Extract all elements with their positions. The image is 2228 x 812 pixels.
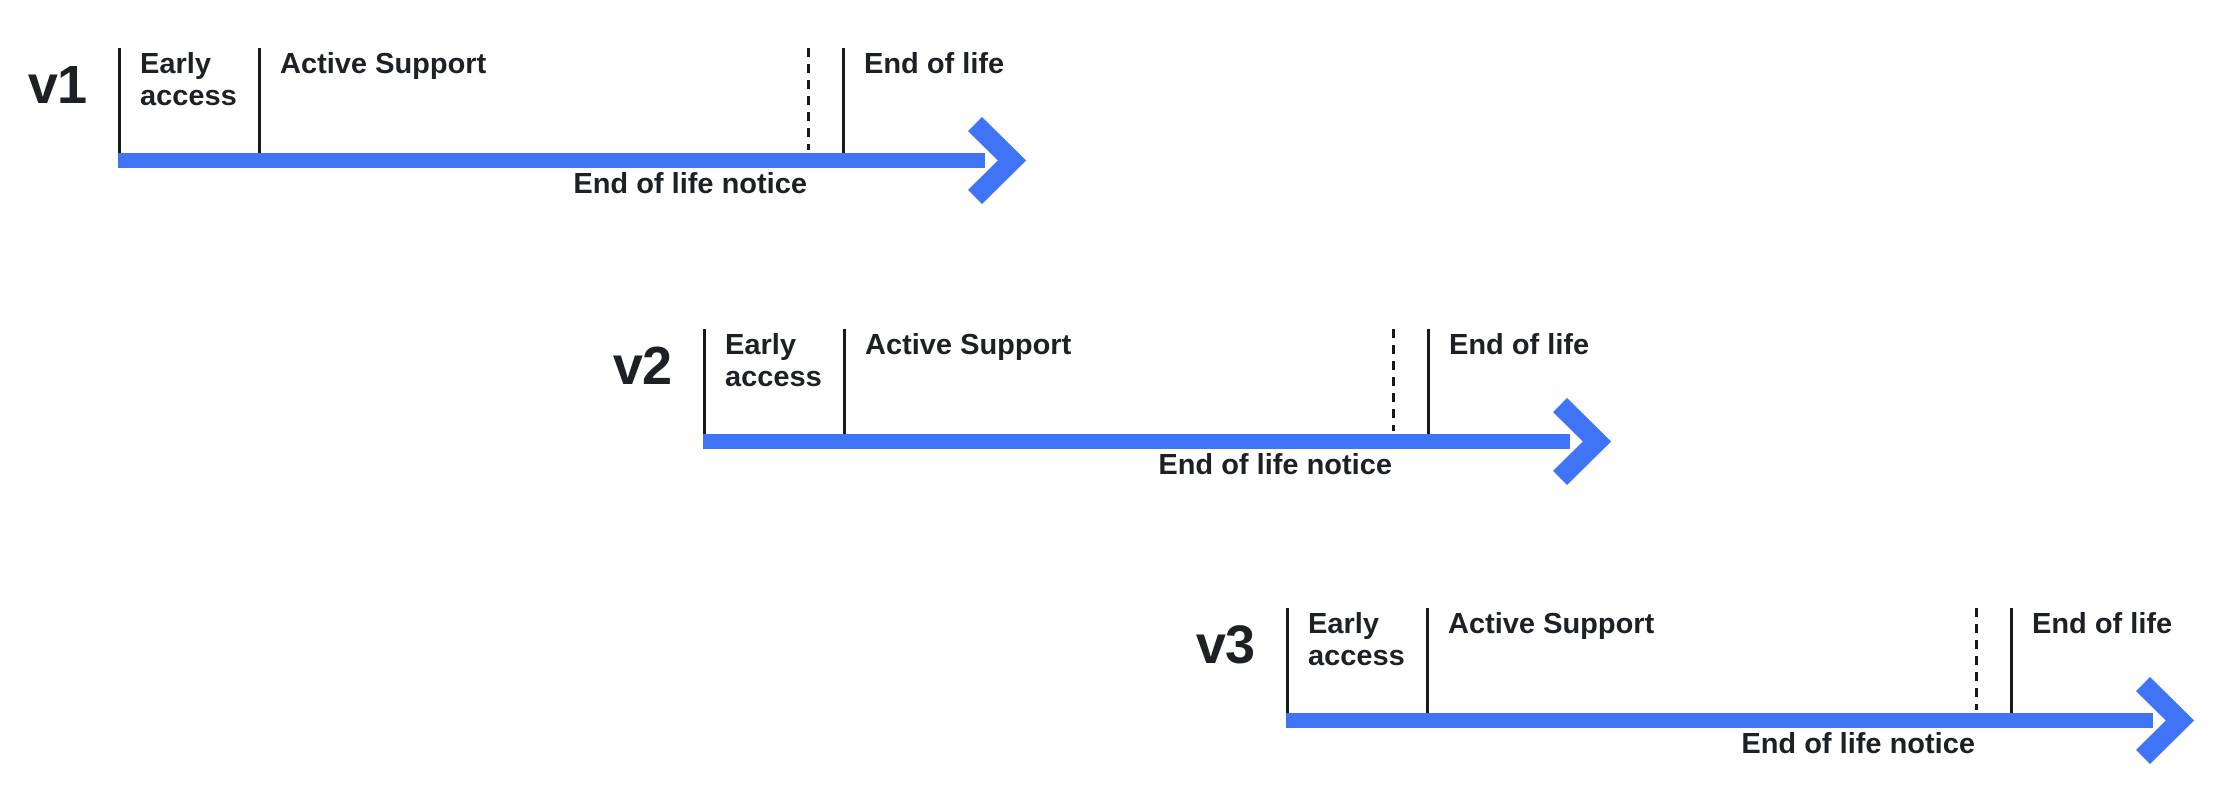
active-support-label: Active Support xyxy=(280,48,487,80)
arrow-head-icon xyxy=(1552,397,1612,486)
end-of-life-label: End of life xyxy=(864,48,1005,80)
early-access-label: Early access xyxy=(725,329,822,393)
timeline-graphic xyxy=(1286,608,2195,765)
timeline-arrow-bar xyxy=(703,434,1570,449)
early-access-label: Early access xyxy=(140,48,237,112)
version-label: v3 xyxy=(1195,615,1255,675)
version-label: v2 xyxy=(612,336,672,396)
active-support-label: Active Support xyxy=(865,329,1072,361)
arrow-head-icon xyxy=(967,116,1027,205)
end-of-life-notice-label: End of life notice xyxy=(1158,449,1392,481)
early-access-label: Early access xyxy=(1308,608,1405,672)
timeline-row-v3: v3 Early access Active Support End of li… xyxy=(1166,588,2226,812)
end-of-life-label: End of life xyxy=(2032,608,2173,640)
timeline-row-v2: v2 Early access Active Support End of li… xyxy=(583,309,1643,549)
timeline-graphic xyxy=(118,48,1027,205)
timeline-graphic xyxy=(703,329,1612,486)
arrow-head-icon xyxy=(2135,676,2195,765)
end-of-life-notice-label: End of life notice xyxy=(573,168,807,200)
timeline-arrow-bar xyxy=(118,153,985,168)
timeline-row-v1: v1 Early access Active Support End of li… xyxy=(0,28,1058,268)
end-of-life-notice-label: End of life notice xyxy=(1741,728,1975,760)
timeline-arrow-bar xyxy=(1286,713,2153,728)
end-of-life-label: End of life xyxy=(1449,329,1590,361)
version-label: v1 xyxy=(27,55,87,115)
active-support-label: Active Support xyxy=(1448,608,1655,640)
